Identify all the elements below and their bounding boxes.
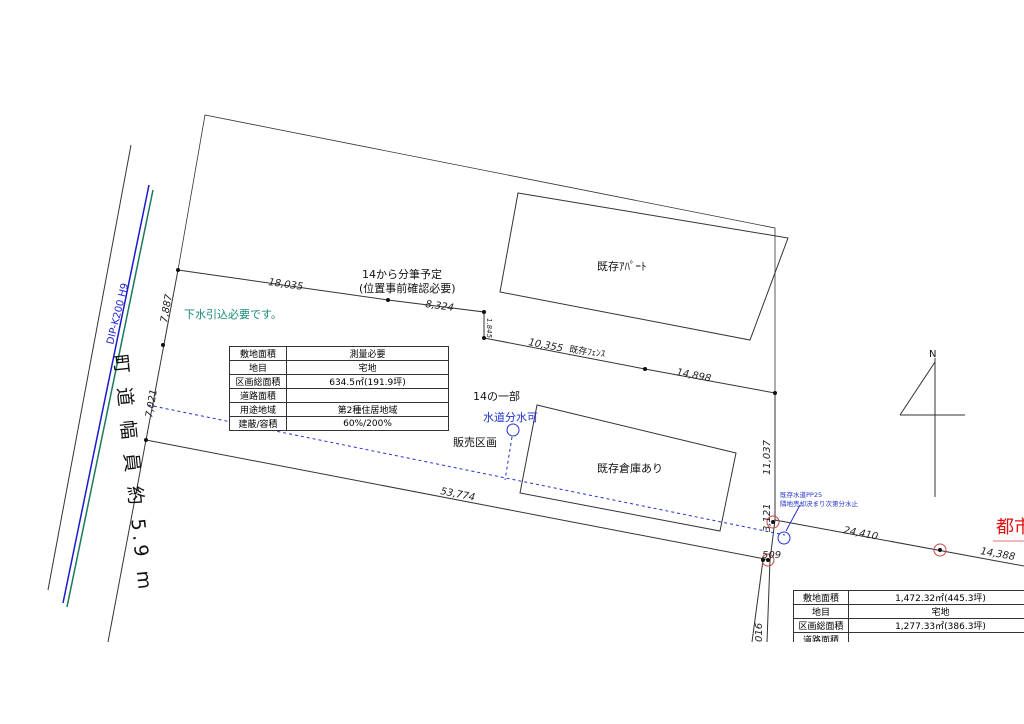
table-row: 道路面積 [229, 388, 449, 403]
row-label: 敷地面積 [793, 590, 849, 605]
row-label: 用途地域 [229, 402, 287, 417]
sewer-pipe [66, 189, 154, 608]
dimension-label: 11,037 [762, 439, 773, 475]
dimension-label: 3,121 [762, 503, 773, 532]
water-valve-icon [506, 423, 520, 437]
table-row: 用途地域第2種住居地域 [229, 402, 449, 417]
boundary-lower-2 [751, 559, 764, 642]
boundary-marker-icon [766, 515, 780, 529]
row-label: 区画総面積 [229, 374, 287, 389]
apartment-label: 既存ｱﾊﾟｰﾄ [597, 259, 647, 273]
water-branch-note: 水道分水可 [483, 410, 538, 424]
dimension-label: 509 [762, 550, 781, 561]
warehouse-label: 既存倉庫あり [597, 461, 663, 475]
row-value: 宅地 [848, 604, 1024, 619]
row-value: 宅地 [286, 360, 449, 375]
north-arrow-icon [899, 358, 965, 497]
dimension-label: 8,324 [425, 299, 455, 314]
row-value: 1,277.33㎡(386.3坪) [848, 618, 1024, 633]
dimension-label: 1.845 [485, 318, 493, 339]
row-label: 敷地面積 [229, 346, 287, 361]
dimension-label: 53,774 [439, 486, 475, 503]
boundary-lower [766, 559, 771, 642]
row-value [848, 632, 1024, 642]
north-label: N [929, 349, 936, 360]
row-value: 第2種住居地域 [286, 402, 449, 417]
row-value: 634.5㎡(191.9坪) [286, 374, 449, 389]
dimension-label: 7,887 [159, 293, 175, 324]
table-row: 地目宅地 [793, 604, 1024, 619]
row-label: 区画総面積 [793, 618, 849, 633]
boundary-marker-icon [933, 543, 947, 557]
table-row: 道路面積 [793, 632, 1024, 642]
lot-boundary-north [177, 269, 776, 561]
water-branch-line [504, 436, 513, 481]
split-plan-note-2: (位置事前確認必要) [359, 281, 456, 295]
city-label: 都市 [996, 517, 1024, 538]
road-edge-left [47, 144, 132, 591]
row-value: 1,472.32㎡(445.3坪) [848, 590, 1024, 605]
row-value: 測量必要 [286, 346, 449, 361]
dimension-label: 24,410 [842, 525, 878, 542]
row-value [286, 388, 449, 403]
row-value: 60%/200% [286, 416, 449, 431]
outer-parcel-boundary [177, 114, 776, 393]
drawing-area: DIP-K200 H9 町 道 幅 員 約 5.9 m 18,035 8,324… [47, 114, 1024, 642]
dimension-label: 14,898 [675, 367, 711, 384]
water-main-pipe [62, 184, 150, 604]
row-label: 道路面積 [793, 632, 849, 642]
existing-water-note: 既存水道PP25 [780, 490, 822, 499]
sale-lot-label: 販売区画 [453, 436, 497, 449]
existing-water-valve-icon [777, 531, 791, 545]
sewer-note: 下水引込必要です。 [184, 307, 282, 321]
existing-warehouse-building [519, 404, 737, 532]
table-row: 地目宅地 [229, 360, 449, 375]
road-edge-right [107, 269, 179, 642]
dimension-label: 18,035 [268, 277, 304, 293]
row-label: 地目 [793, 604, 849, 619]
site-plan: DIP-K200 H9 町 道 幅 員 約 5.9 m 18,035 8,324… [47, 114, 1024, 642]
lot-boundary-south [145, 439, 771, 561]
part-of-14-label: 14の一部 [473, 389, 520, 403]
row-label: 建蔽/容積 [229, 416, 287, 431]
dimension-label: 016 [754, 623, 765, 642]
split-plan-note: 14から分筆予定 [362, 267, 442, 281]
dimension-label: 10,355 [527, 337, 563, 354]
dimension-label: 14,388 [979, 546, 1015, 563]
survey-points [144, 268, 942, 562]
boundary-east [774, 519, 1024, 567]
row-label: 道路面積 [229, 388, 287, 403]
fence-note: 既存ﾌｪﾝｽ [569, 343, 607, 360]
leader-line [785, 504, 801, 532]
existing-water-note-2: 隣地売却決まり次第分水止 [780, 499, 859, 508]
dimension-label: 7,021 [144, 388, 160, 418]
existing-apartment-building [499, 192, 789, 341]
row-label: 地目 [229, 360, 287, 375]
table-row: 敷地面積測量必要 [229, 346, 449, 361]
